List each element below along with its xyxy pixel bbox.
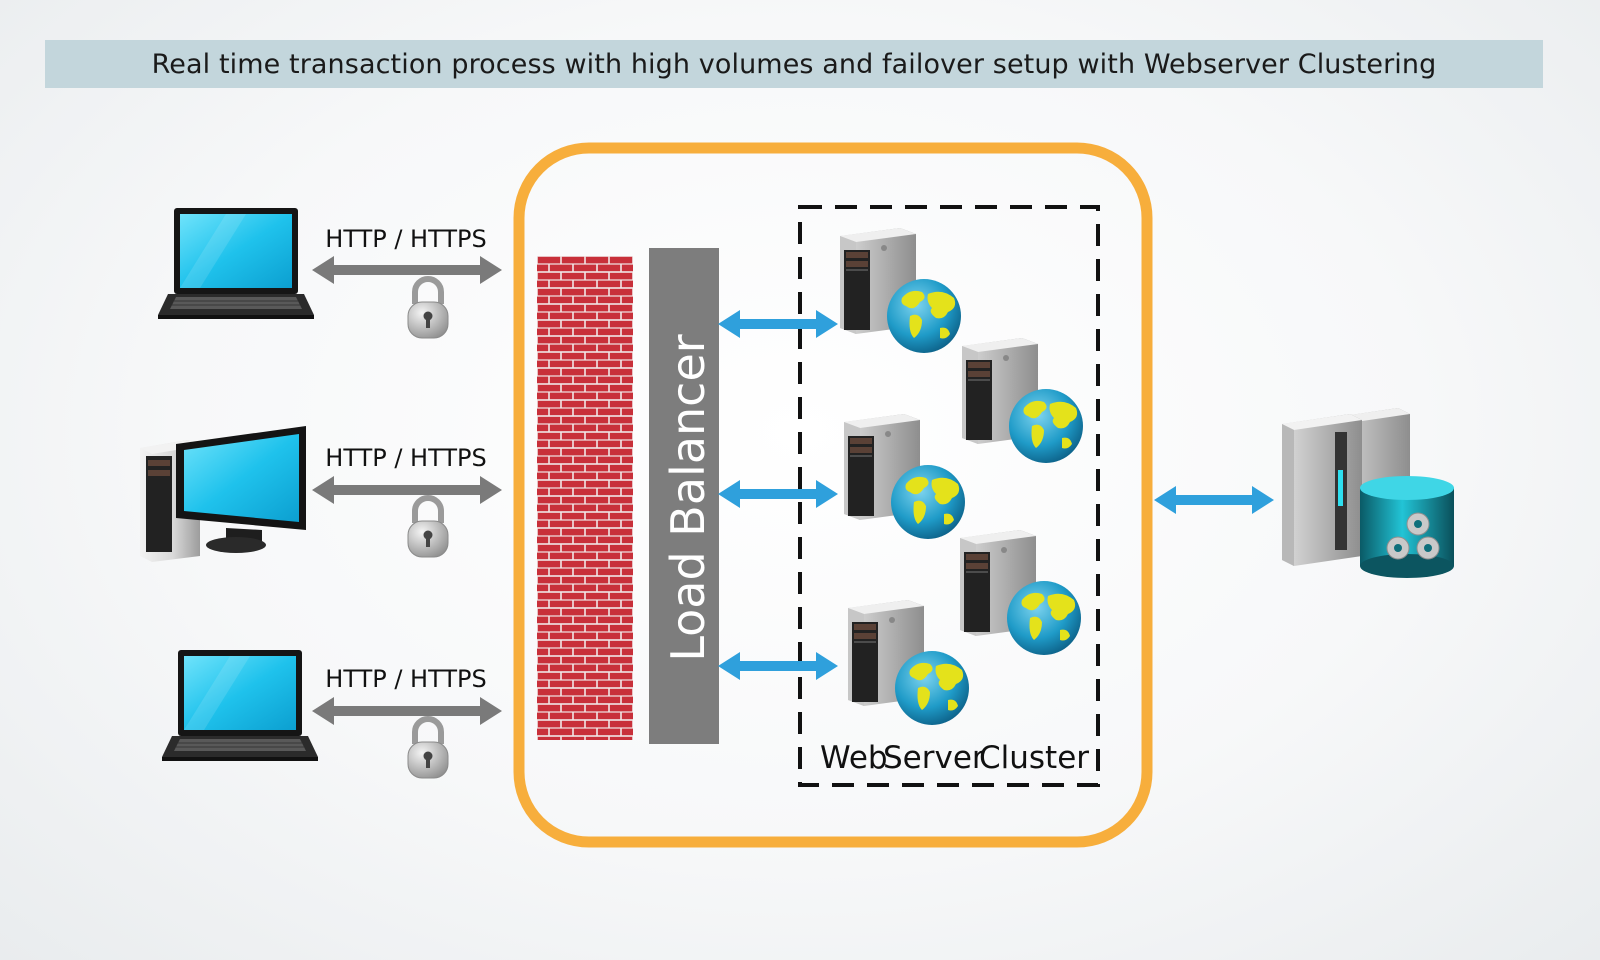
gray-double-arrows [312, 256, 502, 725]
padlock-icon [408, 279, 448, 338]
laptop-icon [161, 649, 319, 762]
title-bar: Real time transaction process with high … [45, 40, 1543, 88]
web-server-globe-icon [839, 227, 962, 354]
web-server-globe-icon [847, 599, 970, 726]
page-title: Real time transaction process with high … [151, 48, 1437, 80]
double-arrow-icon [312, 697, 502, 725]
firewall-icon [537, 256, 633, 740]
cluster-label-server: Server [883, 740, 985, 776]
web-server-globe-icon [959, 529, 1082, 656]
double-arrow-icon [1154, 486, 1274, 514]
padlock-icon [408, 719, 448, 778]
double-arrow-icon [718, 310, 838, 338]
cluster-label-web: Web [820, 740, 888, 776]
load-balancer-label: Load Balancer [661, 334, 715, 661]
double-arrow-icon [312, 476, 502, 504]
datacenter-container [513, 142, 1153, 848]
web-server-globe-icon [961, 337, 1084, 464]
laptop-icon [157, 207, 315, 320]
protocol-label: HTTP / HTTPS [325, 665, 486, 693]
padlock-icon [408, 498, 448, 557]
protocol-label: HTTP / HTTPS [325, 225, 486, 253]
webserver-cluster-box [798, 205, 1100, 787]
double-arrow-icon [312, 256, 502, 284]
database-server-icon [1282, 408, 1454, 578]
blue-double-arrows [718, 310, 1274, 680]
web-server-globe-icon [843, 413, 966, 540]
protocol-label: HTTP / HTTPS [325, 444, 486, 472]
double-arrow-icon [718, 652, 838, 680]
load-balancer [649, 248, 719, 744]
desktop-computer-icon [140, 426, 306, 562]
cluster-label-cluster: Cluster [979, 740, 1089, 776]
double-arrow-icon [718, 480, 838, 508]
